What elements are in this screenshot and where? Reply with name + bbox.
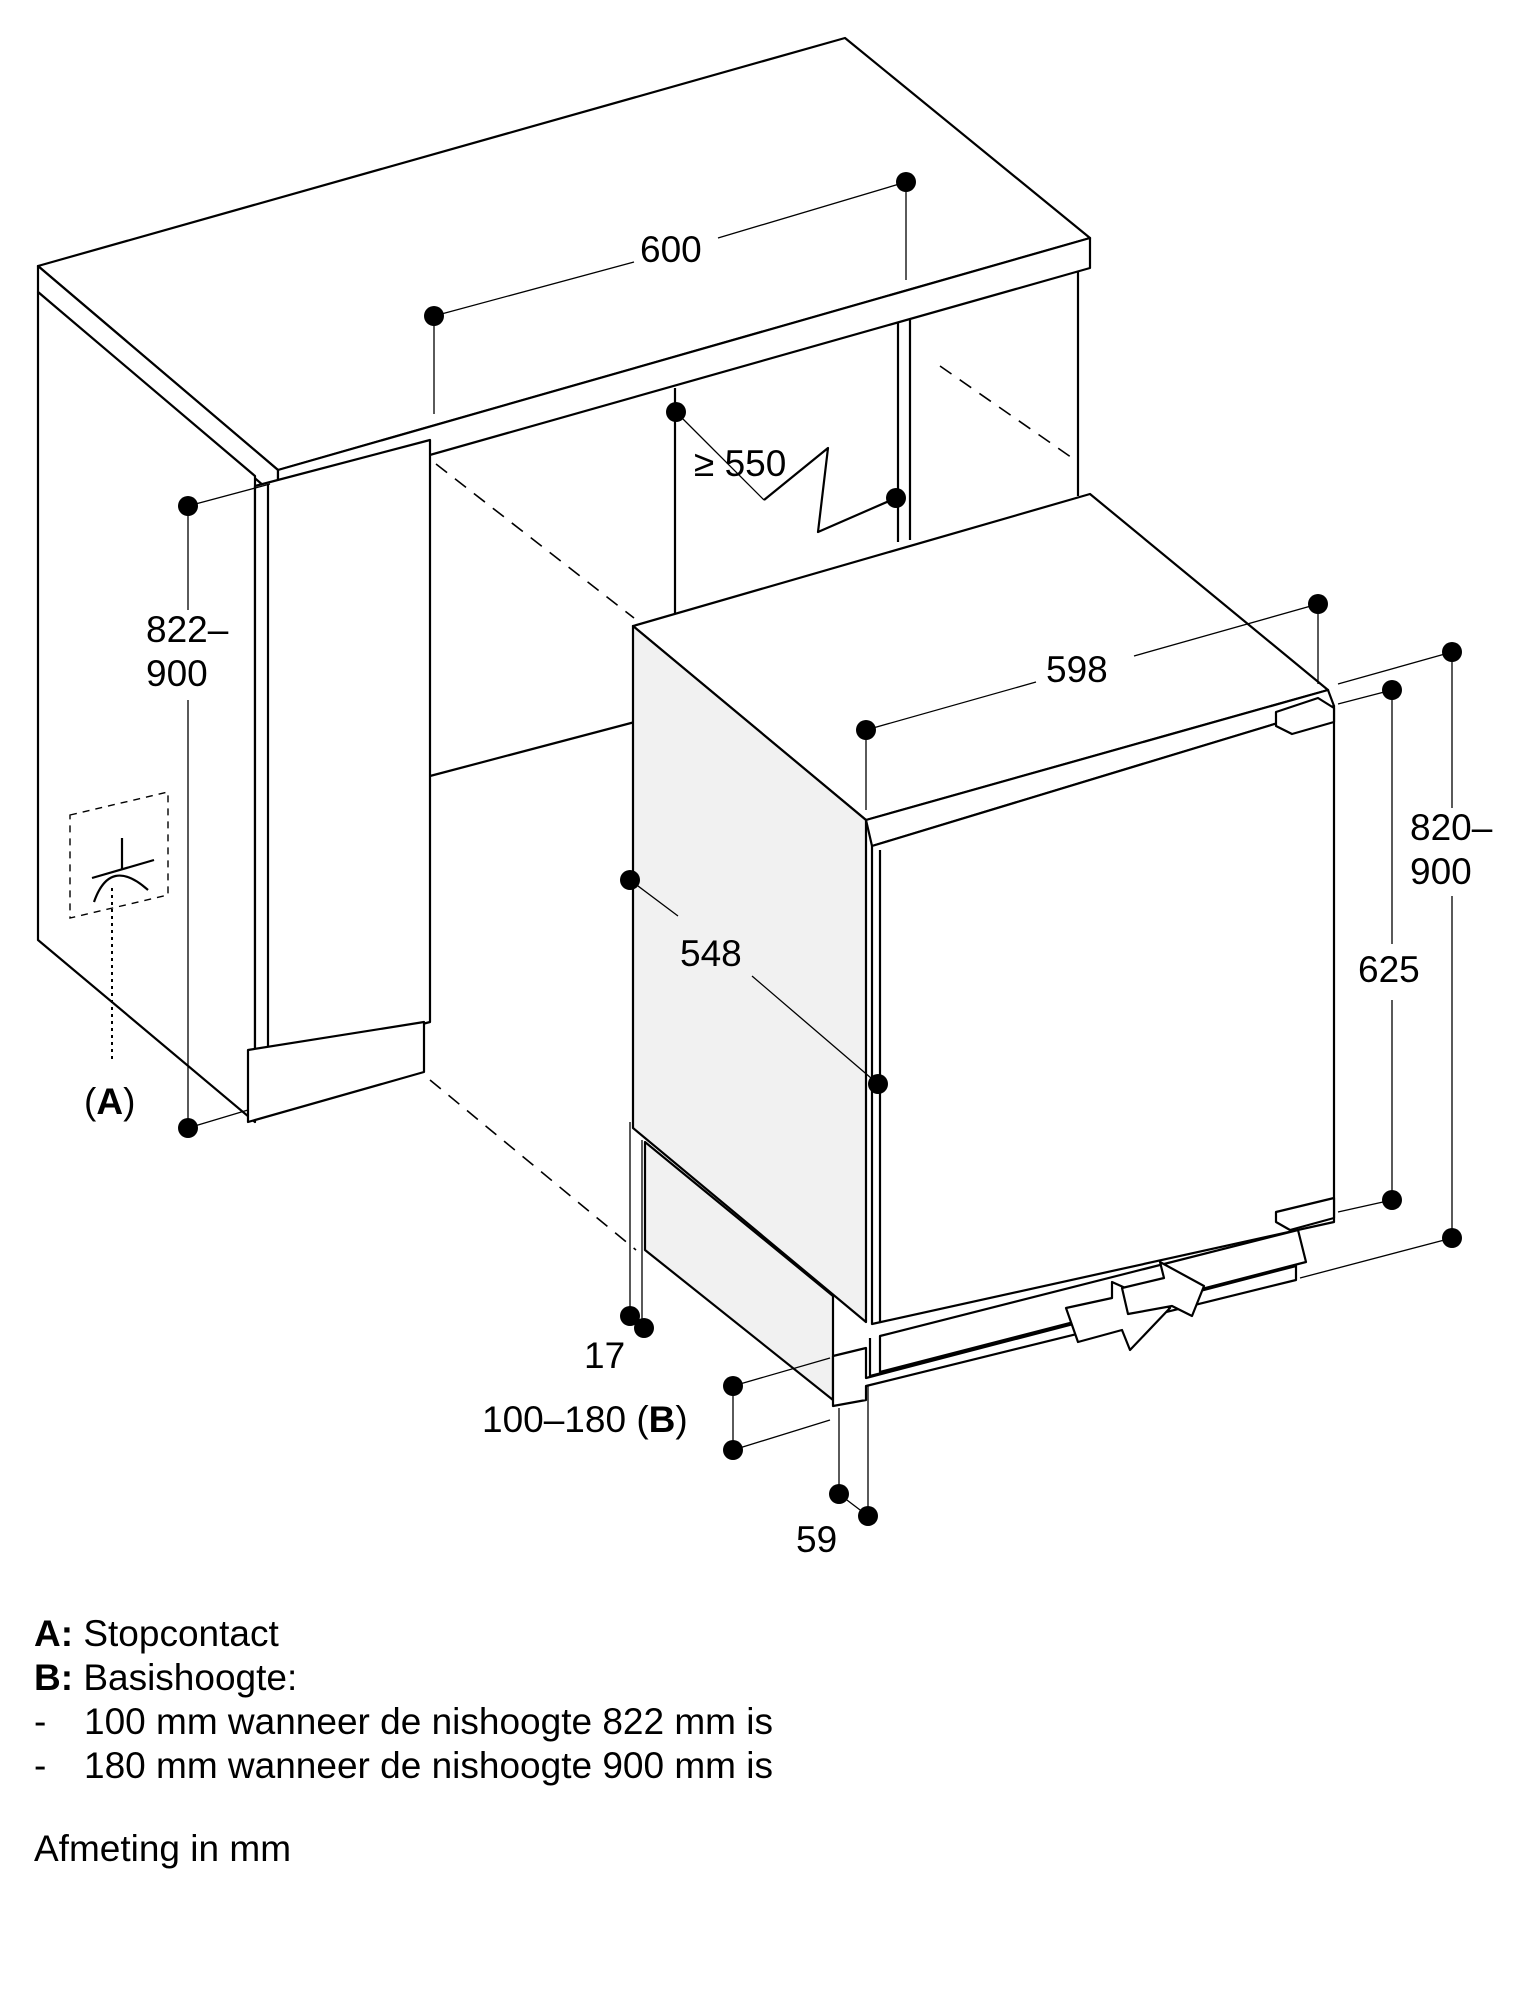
label-base-height-value: 100–180 ( [482, 1399, 649, 1440]
label-socket: (A) [84, 1081, 135, 1122]
label-plinth-59: 59 [796, 1519, 837, 1560]
legend-item-1-text: 100 mm wanneer de nishoogte 822 mm is [84, 1701, 773, 1742]
label-device-depth: 548 [680, 933, 742, 974]
label-gap-17: 17 [584, 1335, 625, 1376]
legend-bullet: - [34, 1745, 47, 1786]
legend-a-key: A: [34, 1613, 74, 1654]
legend: A: Stopcontact B: Basishoogte: -100 mm w… [34, 1612, 773, 1788]
legend-item-2-text: 180 mm wanneer de nishoogte 900 mm is [84, 1745, 773, 1786]
installation-diagram: 600 ≥ 550 822– 900 (A) 598 548 820– 900 … [36, 36, 1493, 1560]
label-device-width: 598 [1046, 649, 1108, 690]
legend-item-1: -100 mm wanneer de nishoogte 822 mm is [34, 1700, 773, 1744]
label-device-height-1: 820– [1410, 807, 1493, 848]
label-niche-depth: ≥ 550 [694, 443, 786, 484]
label-door-height: 625 [1358, 949, 1420, 990]
legend-item-2: -180 mm wanneer de nishoogte 900 mm is [34, 1744, 773, 1788]
legend-b-key: B: [34, 1657, 74, 1698]
socket-symbol [69, 791, 169, 1062]
label-base-height: 100–180 (B) [482, 1399, 688, 1440]
appliance [631, 492, 1336, 1408]
label-base-height-marker: B [649, 1399, 676, 1440]
legend-a-text: Stopcontact [83, 1613, 279, 1654]
legend-row-a: A: Stopcontact [34, 1612, 773, 1656]
unit-note: Afmeting in mm [34, 1828, 292, 1869]
label-niche-height-1: 822– [146, 609, 229, 650]
dimension-lines [178, 172, 1462, 1526]
legend-bullet: - [34, 1701, 47, 1742]
label-niche-width: 600 [640, 229, 702, 270]
niche-cabinet [36, 36, 1092, 1251]
label-niche-height-2: 900 [146, 653, 208, 694]
label-socket-letter: A [96, 1081, 123, 1122]
legend-row-b: B: Basishoogte: [34, 1656, 773, 1700]
legend-b-text: Basishoogte: [83, 1657, 298, 1698]
label-device-height-2: 900 [1410, 851, 1472, 892]
